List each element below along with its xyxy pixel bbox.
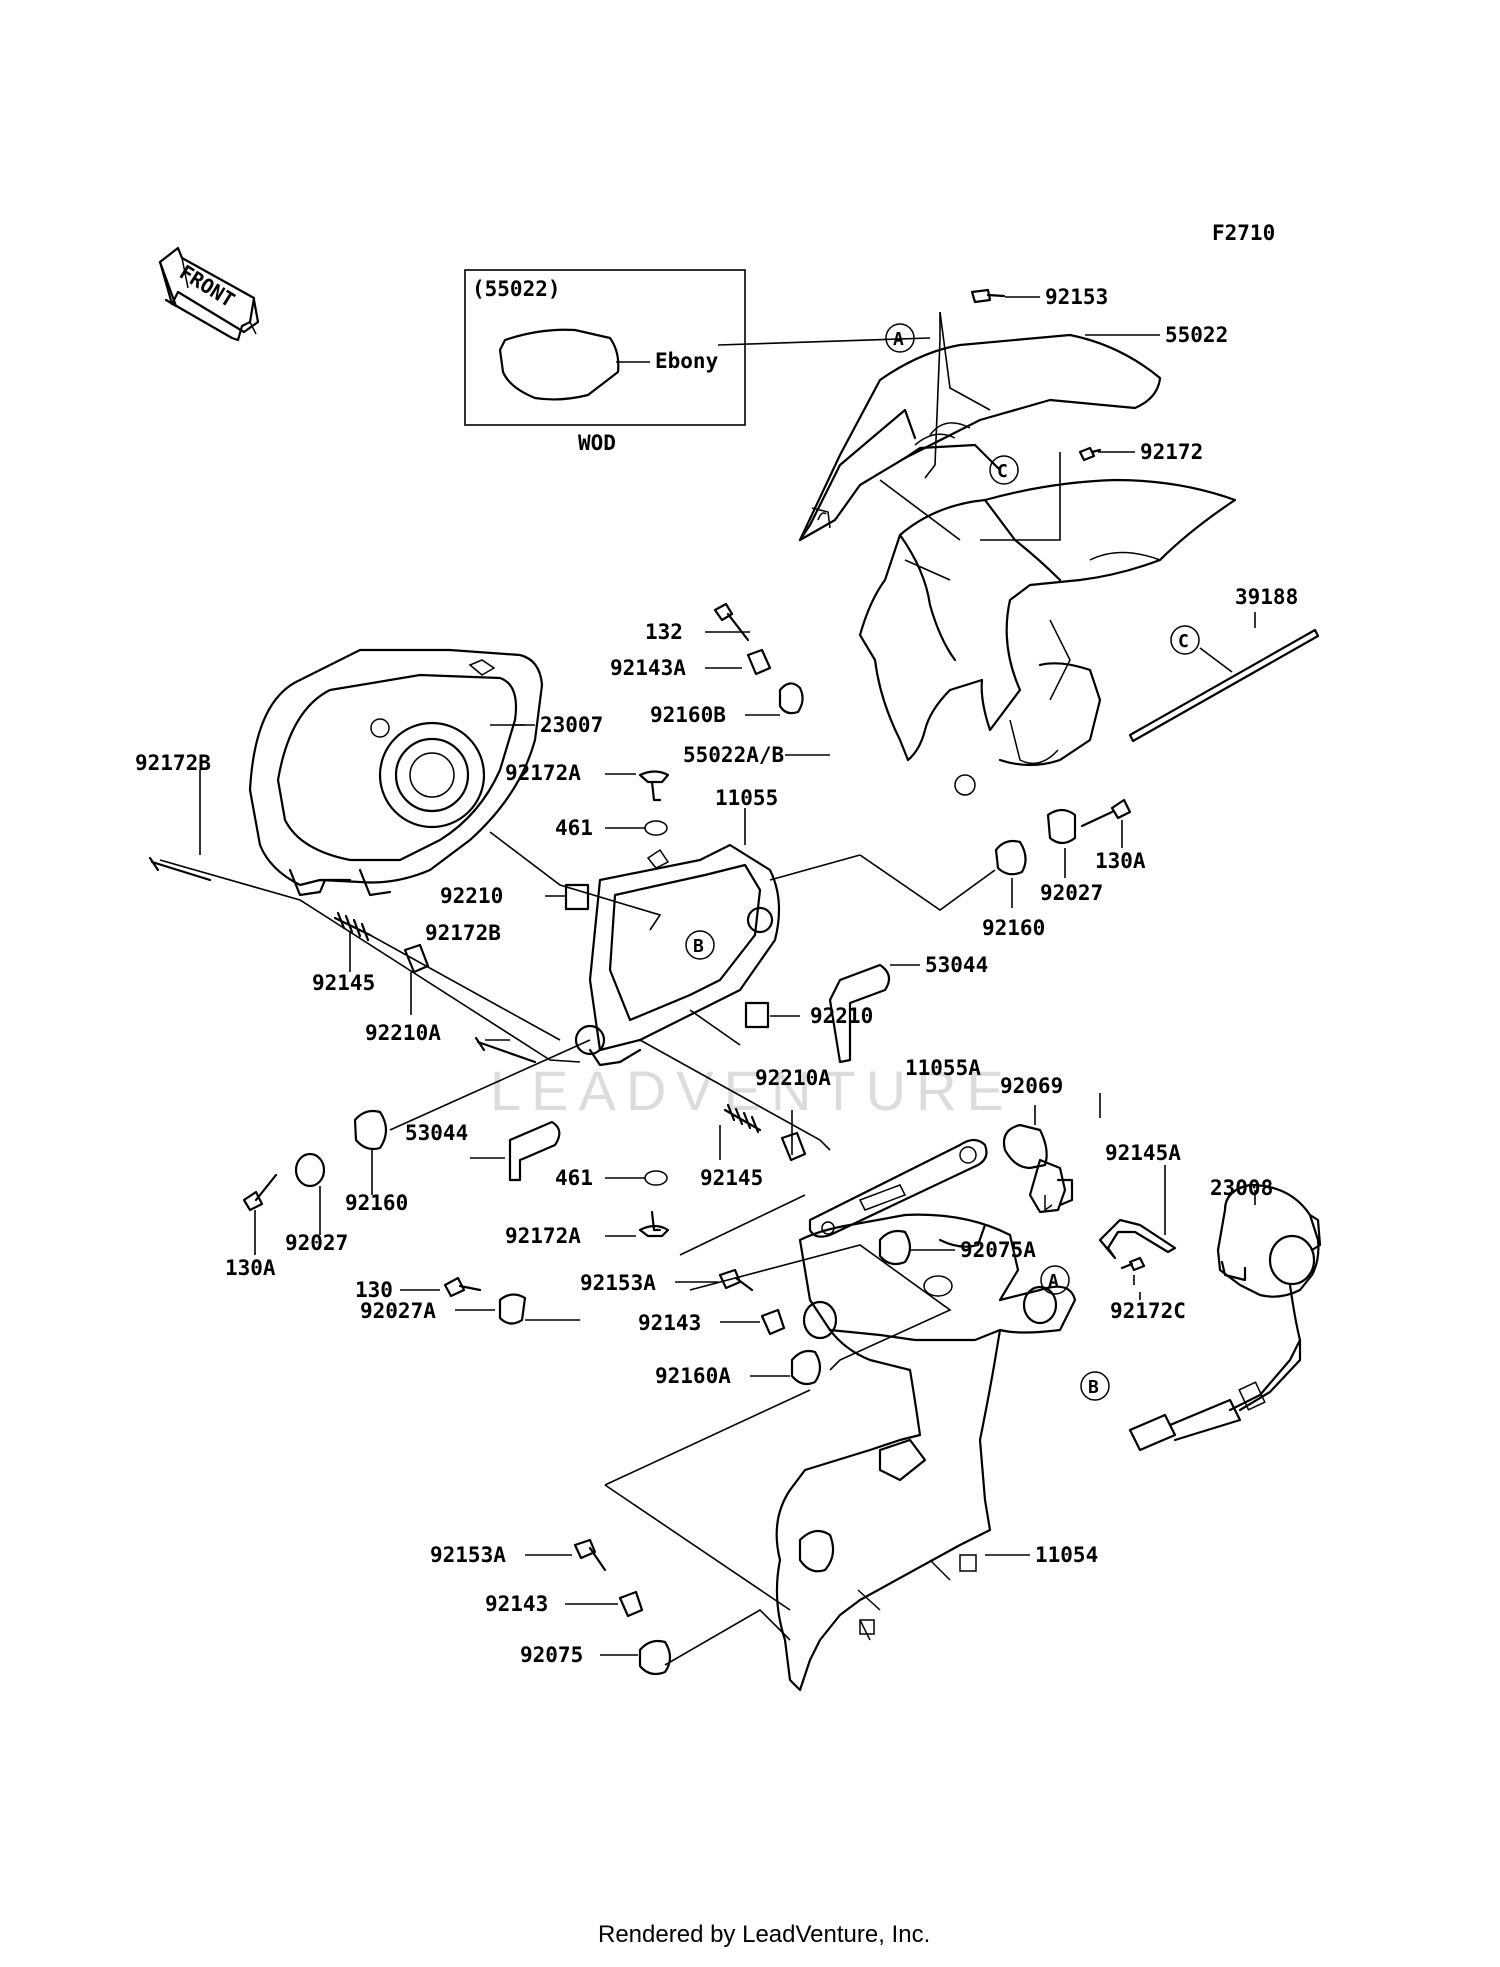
inset-header: (55022) [472,277,561,301]
part-label-92027-left: 92027 [285,1231,348,1255]
part-label-53044-right: 53044 [925,953,988,977]
part-label-39188: 39188 [1235,585,1298,609]
part-label-92172a-top: 92172A [505,761,581,785]
inset-color-note: Ebony [655,349,719,373]
part-label-130a-left: 130A [225,1256,276,1280]
part-label-23007: 23007 [540,713,603,737]
part-label-92027-right: 92027 [1040,881,1103,905]
part-label-92075: 92075 [520,1643,583,1667]
part-label-23008: 23008 [1210,1176,1273,1200]
part-label-92143-top: 92143 [638,1311,701,1335]
part-label-92153a-bottom: 92153A [430,1543,506,1567]
windshield-icon [498,328,620,401]
leader-lines [159,296,1256,1666]
part-label-92210-left: 92210 [440,884,503,908]
part-label-92160a: 92160A [655,1364,731,1388]
bulb-part [1002,1123,1074,1214]
inset-caption: WOD [578,431,616,455]
upper-cowl-part [798,333,1162,542]
part-label-461-bottom: 461 [555,1166,593,1190]
inner-cowl-part [858,478,1237,796]
part-label-55022: 55022 [1165,323,1228,347]
part-label-92160-left: 92160 [345,1191,408,1215]
clip-part [1098,1218,1177,1260]
part-label-11055: 11055 [715,786,778,810]
part-label-130: 130 [355,1278,393,1302]
part-label-55022ab: 55022A/B [683,743,784,767]
part-label-461-top: 461 [555,816,593,840]
watermark: LEADVENTURE [490,1059,1014,1122]
part-label-92143-bottom: 92143 [485,1592,548,1616]
front-label: FRONT [175,260,239,312]
part-labels: 92153 55022 92172 39188 132 92143A 92160… [135,285,1298,1667]
part-label-92172a-bottom: 92172A [505,1224,581,1248]
part-label-92172b-mid: 92172B [425,921,501,945]
part-label-92069: 92069 [1000,1074,1063,1098]
part-label-92143a: 92143A [610,656,686,680]
callout-b-housing: B [693,936,704,957]
part-label-92145-left: 92145 [312,971,375,995]
callout-c-strip: C [1178,631,1189,652]
callout-a-stay: A [1048,1271,1059,1292]
strip-part [1128,628,1320,743]
callout-b-stay: B [1088,1377,1099,1398]
part-label-92172b-left: 92172B [135,751,211,775]
part-label-132: 132 [645,620,683,644]
part-label-11055a: 11055A [905,1056,981,1080]
part-label-130a-right: 130A [1095,849,1146,873]
part-label-92145-mid: 92145 [700,1166,763,1190]
part-label-53044-left: 53044 [405,1121,468,1145]
part-label-92145a: 92145A [1105,1141,1181,1165]
part-label-92210-right: 92210 [810,1004,873,1028]
part-label-92075a: 92075A [960,1238,1036,1262]
part-label-92172: 92172 [1140,440,1203,464]
position-lamp-part [1128,1183,1322,1452]
part-label-92153: 92153 [1045,285,1108,309]
part-label-92153a-top: 92153A [580,1271,656,1295]
part-label-92210a-left: 92210A [365,1021,441,1045]
footer-credit: Rendered by LeadVenture, Inc. [598,1921,930,1948]
part-label-11054: 11054 [1035,1543,1098,1567]
front-arrow-icon: FRONT [158,246,260,342]
part-label-92172c: 92172C [1110,1299,1186,1323]
part-label-92160-right: 92160 [982,916,1045,940]
figure-code: F2710 [1212,221,1275,245]
callout-c-top: C [997,461,1008,482]
inset-box: (55022) Ebony WOD [464,269,746,455]
headlight-housing-part [574,843,781,1067]
part-label-92210a-mid: 92210A [755,1066,831,1090]
bracket-part [808,1138,988,1238]
fasteners [148,288,1146,1676]
headlight-part [248,648,544,897]
part-label-92160b: 92160B [650,703,726,727]
mounting-stay-part [775,1213,1077,1692]
part-label-92027a: 92027A [360,1299,436,1323]
